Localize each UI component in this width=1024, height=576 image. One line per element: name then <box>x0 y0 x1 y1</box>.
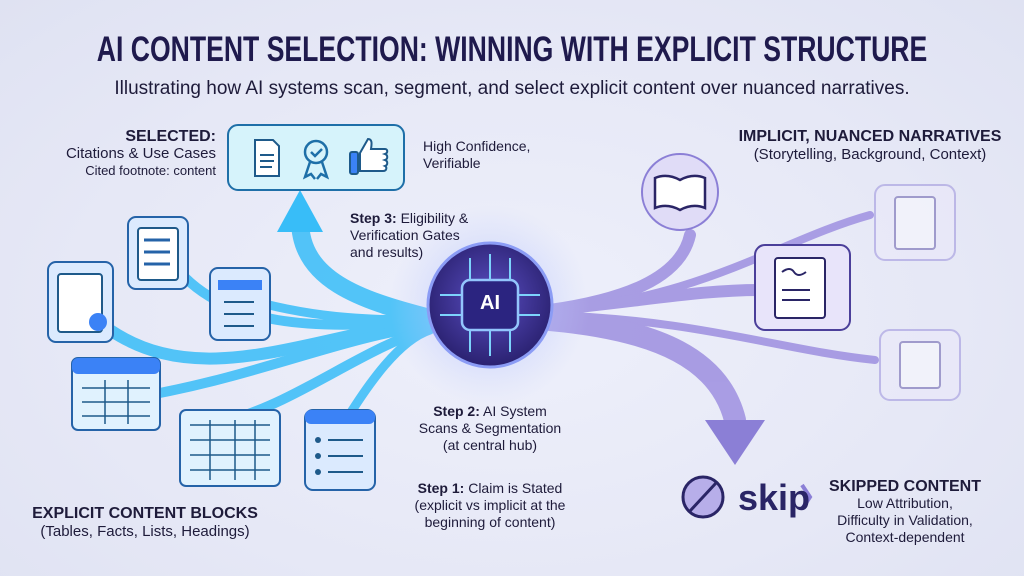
step2-title: Step 2: <box>433 403 480 419</box>
explicit-sub: (Tables, Facts, Lists, Headings) <box>40 523 250 540</box>
thumbs-up-icon <box>349 137 389 175</box>
step3-label: Step 3: Eligibility & Verification Gates… <box>350 210 468 261</box>
step3-text1: Eligibility & <box>396 210 469 226</box>
citation-document-icon <box>254 139 280 177</box>
skip-arrowhead <box>705 420 765 465</box>
step1-text1: Claim is Stated <box>464 480 563 496</box>
award-ribbon-icon <box>302 139 330 180</box>
selected-callout: High Confidence, Verifiable <box>423 138 530 172</box>
skip-badge: skip <box>738 477 811 518</box>
implicit-heading: IMPLICIT, NUANCED NARRATIVES <box>738 128 1002 145</box>
hub-label: AI <box>480 292 500 314</box>
step3-title: Step 3: <box>350 210 397 226</box>
skipped-line1: Low Attribution, <box>857 495 953 511</box>
faded-scroll-icon <box>879 329 961 401</box>
selected-heading: SELECTED: <box>125 128 216 145</box>
checklist-icon <box>127 216 189 290</box>
step1-label: Step 1: Claim is Stated (explicit vs imp… <box>400 480 580 531</box>
skipped-heading: SKIPPED CONTENT <box>828 478 981 495</box>
ai-chip-icon <box>460 278 520 332</box>
step2-text2: Scans & Segmentation <box>418 420 562 436</box>
step1-title: Step 1: <box>417 480 465 496</box>
open-book-icon <box>641 153 719 231</box>
bullet-list-icon <box>304 409 376 491</box>
step1-text3: beginning of content) <box>424 514 556 530</box>
step3-text2: Verification Gates <box>350 227 460 243</box>
step2-text1: AI System <box>479 403 547 419</box>
selected-line1: Citations & Use Cases <box>65 145 216 162</box>
step2-label: Step 2: AI System Scans & Segmentation (… <box>400 403 580 454</box>
skipped-label: SKIPPED CONTENT Low Attribution, Difficu… <box>820 478 990 546</box>
selected-arrowhead <box>277 190 323 232</box>
page-title: AI CONTENT SELECTION: WINNING WITH EXPLI… <box>96 30 928 69</box>
explicit-heading: EXPLICIT CONTENT BLOCKS <box>32 505 258 522</box>
table-icon <box>71 357 161 431</box>
signed-document-icon <box>754 244 851 331</box>
skipped-line3: Context-dependent <box>845 529 965 545</box>
page-subtitle: Illustrating how AI systems scan, segmen… <box>114 78 910 99</box>
chevron-right-icon <box>800 483 813 511</box>
implicit-sub: (Storytelling, Background, Context) <box>753 146 987 163</box>
circuit-lines-icon <box>440 254 540 356</box>
skipped-line2: Difficulty in Validation, <box>837 512 973 528</box>
step3-text3: and results) <box>350 244 424 260</box>
implicit-label: IMPLICIT, NUANCED NARRATIVES (Storytelli… <box>730 128 1010 163</box>
callout-line2: Verifiable <box>423 155 481 171</box>
faded-contract-icon <box>874 184 956 261</box>
callout-line1: High Confidence, <box>423 138 531 154</box>
no-entry-icon <box>681 475 725 519</box>
selected-label: SELECTED: Citations & Use Cases Cited fo… <box>40 128 216 179</box>
step1-text2: (explicit vs implicit at the <box>414 497 566 513</box>
step2-text3: (at central hub) <box>442 437 538 453</box>
spreadsheet-icon <box>179 409 281 487</box>
heading-list-icon <box>209 267 271 341</box>
checklist-clipboard-icon <box>47 261 114 343</box>
explicit-label: EXPLICIT CONTENT BLOCKS (Tables, Facts, … <box>20 505 270 540</box>
selected-line2: Cited footnote: content <box>85 163 216 178</box>
